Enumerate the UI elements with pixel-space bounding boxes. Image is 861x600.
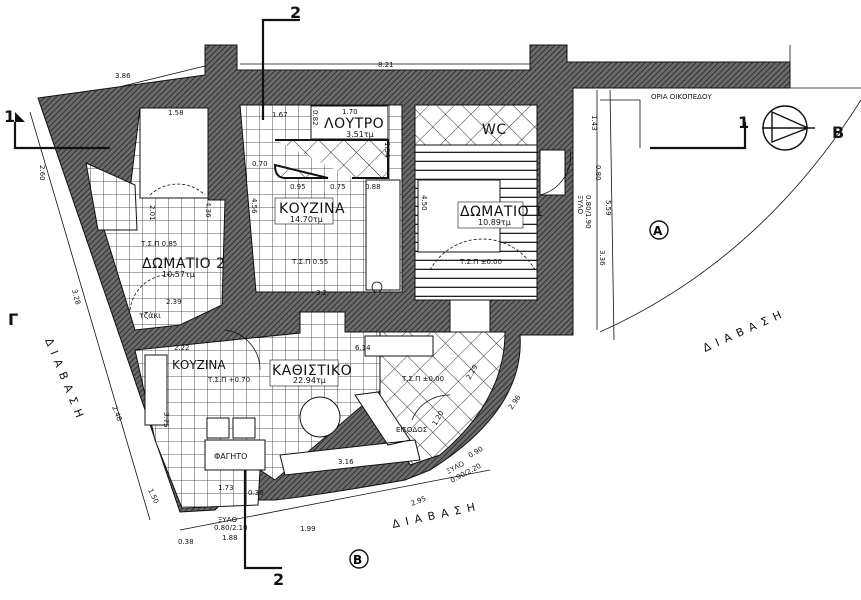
kitchen-label: ΚΟΥΖΙΝΑ bbox=[279, 201, 345, 217]
dimension: 0.95 bbox=[290, 183, 306, 191]
door-swings bbox=[129, 149, 571, 421]
window-size: 0.80/1.90 bbox=[584, 195, 592, 229]
chair bbox=[232, 417, 256, 439]
room1-label: ΔΩΜΑΤΙΟ 1 bbox=[460, 204, 544, 220]
window-material: ΞΥΛΟ bbox=[576, 195, 584, 214]
bathroom-upper bbox=[310, 105, 389, 140]
kitchenette-label: ΚΟΥΖΙΝΑ bbox=[172, 358, 226, 372]
dimension: 4.56 bbox=[250, 198, 258, 214]
dimension: 4.36 bbox=[204, 202, 212, 218]
kitchen-counter bbox=[365, 179, 401, 291]
dimension: 1.54 bbox=[383, 142, 391, 158]
dimension: 0.80 bbox=[594, 165, 602, 181]
dimension: 2.96 bbox=[507, 393, 523, 411]
dimension: 1.70 bbox=[342, 108, 358, 116]
room-labels: ΚΟΥΖΙΝΑ 14.70τμ Τ.Σ.Π 0.55 ΛΟΥΤΡΟ 3.51τμ… bbox=[139, 116, 544, 461]
living-label: ΚΑΘΙΣΤΙΚΟ bbox=[272, 363, 352, 379]
dimension: 3.75 bbox=[162, 412, 170, 428]
dimension: 3.86 bbox=[115, 72, 131, 80]
entrance-level: Τ.Σ.Π ±0.00 bbox=[401, 375, 444, 383]
view-markers: Β Α Β Γ bbox=[8, 105, 844, 569]
dimension: 2.22 bbox=[174, 344, 190, 352]
street-label-right: ΔΙΑΒΑΣΗ bbox=[701, 306, 789, 355]
room-floors bbox=[85, 104, 566, 509]
room1-area: 10.89τμ bbox=[478, 218, 511, 227]
dimension: 1.67 bbox=[272, 111, 288, 119]
dimension: 1.58 bbox=[168, 109, 184, 117]
room1-level: Τ.Σ.Π ±0.00 bbox=[459, 258, 502, 266]
section-2-bottom-label: 2 bbox=[273, 570, 284, 589]
dimension: 8.21 bbox=[378, 61, 394, 69]
view-g-label: Γ bbox=[8, 310, 18, 329]
hob-icon bbox=[371, 281, 383, 293]
stair-room2 bbox=[85, 162, 138, 231]
dimension: 2.39 bbox=[166, 298, 182, 306]
room2-area: 10.57τμ bbox=[162, 270, 195, 279]
site-lines bbox=[29, 45, 861, 531]
dimension: 0.90 bbox=[467, 445, 485, 460]
dimension: 3.16 bbox=[338, 458, 354, 466]
street-label-bottom: ΔΙΑΒΑΣΗ bbox=[391, 499, 482, 531]
dimension: 0.88 bbox=[365, 183, 381, 191]
bathroom-area: 3.51τμ bbox=[346, 130, 374, 139]
table bbox=[299, 396, 341, 438]
plot-limits-label: ΟΡΙΑ ΟΙΚΟΠΕΔΟΥ bbox=[651, 93, 712, 101]
bathroom-floor bbox=[273, 139, 389, 179]
kitchen-level: Τ.Σ.Π 0.55 bbox=[291, 258, 328, 266]
entrance-floor bbox=[379, 331, 506, 466]
wc-label: WC bbox=[482, 122, 507, 138]
dimension: 1.73 bbox=[218, 484, 234, 492]
dimension: 0.75 bbox=[330, 183, 346, 191]
entrance-label: ΕΙΣΟΔΟΣ bbox=[396, 426, 427, 434]
section-1-left-label: 1 bbox=[4, 107, 15, 126]
hall-floor bbox=[449, 299, 491, 336]
view-b-bottom-label: Β bbox=[353, 553, 362, 567]
dimension: 1.50 bbox=[146, 487, 160, 505]
dimension: 2.48 bbox=[110, 405, 123, 422]
door-material: ΞΥΛΟ bbox=[218, 516, 237, 524]
counter bbox=[364, 335, 434, 357]
window-niche bbox=[539, 149, 566, 196]
door-size: 0.80/2.10 bbox=[214, 524, 248, 532]
dimension: 1.88 bbox=[222, 534, 238, 542]
room2-closet bbox=[139, 107, 209, 199]
dimension: 0.30 bbox=[248, 489, 264, 497]
dimension: 2.01 bbox=[148, 205, 156, 221]
dimensions: 3.86 8.21 2.60 3.28 2.48 1.50 1.58 1.70 … bbox=[38, 61, 612, 546]
chair bbox=[206, 417, 230, 439]
street-label-left: ΔΙΑΒΑΣΗ bbox=[42, 336, 88, 425]
living-level: Τ.Σ.Π +0.70 bbox=[207, 376, 250, 384]
dimension: 0.38 bbox=[178, 538, 194, 546]
bathroom-label: ΛΟΥΤΡΟ bbox=[324, 116, 384, 132]
dimension: 0.70 bbox=[252, 160, 268, 168]
dimension: 3.28 bbox=[70, 288, 82, 305]
section-1-right-label: 1 bbox=[738, 113, 749, 132]
dimension: 3.36 bbox=[598, 250, 606, 266]
section-markers: 1 1 2 2 bbox=[4, 3, 749, 589]
fireplace-label: τζάκι bbox=[139, 311, 161, 320]
dining-table bbox=[204, 439, 266, 471]
dimension: 0.82 bbox=[311, 110, 319, 126]
dimension: 1.43 bbox=[590, 115, 598, 131]
dimension: 5.59 bbox=[604, 200, 612, 216]
dimension: 3.2 bbox=[316, 289, 327, 297]
wc-floor bbox=[414, 104, 538, 146]
dining-label: ΦΑΓΗΤΟ bbox=[214, 452, 247, 461]
kitchen-area: 14.70τμ bbox=[290, 215, 323, 224]
room2-label: ΔΩΜΑΤΙΟ 2 bbox=[142, 256, 226, 272]
dimension: 1.99 bbox=[300, 525, 316, 533]
section-2-top-label: 2 bbox=[290, 3, 301, 22]
living-area: 22.94τμ bbox=[293, 376, 326, 385]
dimension: 4.50 bbox=[420, 195, 428, 211]
dimension: 6.14 bbox=[355, 344, 371, 352]
dimension: 2.60 bbox=[38, 165, 46, 181]
sofa bbox=[279, 391, 421, 476]
room2-level: Τ.Σ.Π 0.85 bbox=[140, 240, 177, 248]
view-a-label: Α bbox=[653, 224, 663, 238]
view-b-right-label: Β bbox=[832, 123, 844, 142]
dimension: 2.95 bbox=[410, 495, 427, 508]
kitchenette-counter bbox=[144, 354, 168, 426]
